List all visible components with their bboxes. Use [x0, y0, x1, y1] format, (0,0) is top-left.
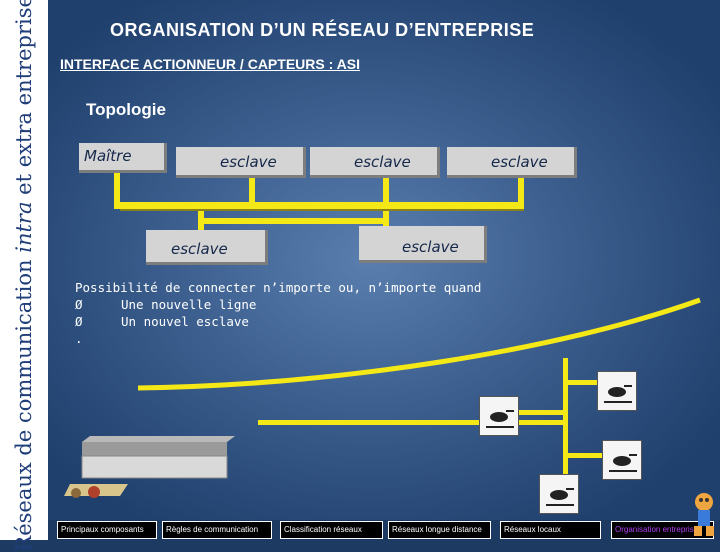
- bus-main-line: [114, 202, 524, 209]
- page-title: ORGANISATION D’UN RÉSEAU D’ENTREPRISE: [110, 20, 535, 40]
- slave-box-1: esclave: [176, 147, 306, 178]
- possibility-trailing: .: [75, 331, 83, 346]
- sidebar: Réseaux de communication intra et extra …: [0, 0, 48, 552]
- bus-vertical-new: [563, 358, 568, 508]
- master-box: Maître: [79, 143, 167, 173]
- bus-drop-slave-3: [518, 175, 524, 209]
- topology-label: Topologie: [86, 100, 166, 119]
- nav-reseaux-locaux[interactable]: Réseaux locaux: [500, 521, 601, 539]
- mascot-icon: [690, 490, 718, 542]
- bus-branch-lower: [198, 218, 388, 224]
- machine-icon: [64, 436, 235, 498]
- sensor-icon: [479, 396, 519, 436]
- slave-box-3: esclave: [447, 147, 577, 178]
- slave-box-4: esclave: [146, 230, 268, 265]
- bus-new-line: [137, 297, 701, 391]
- possibility-text: Possibilité de connecter n’importe ou, n…: [75, 279, 481, 347]
- page-subtitle: INTERFACE ACTIONNEUR / CAPTEURS : ASI: [60, 56, 360, 72]
- bus-drop-slave-2: [383, 175, 389, 205]
- sensor-icon: [539, 474, 579, 514]
- bus-drop-slave-1: [249, 175, 255, 205]
- nav-classification-reseaux[interactable]: Classification réseaux: [280, 521, 383, 539]
- slave-box-2: esclave: [310, 147, 440, 178]
- nav-reseaux-longue-distance[interactable]: Réseaux longue distance: [388, 521, 491, 539]
- nav-organisation-entreprise[interactable]: Organisation entreprise: [611, 521, 714, 539]
- possibility-intro: Possibilité de connecter n’importe ou, n…: [75, 280, 482, 295]
- bus-drop-master: [114, 168, 120, 208]
- nav-regles-communication[interactable]: Règles de communication: [162, 521, 272, 539]
- bus-drop-slave-5: [383, 208, 389, 228]
- sensor-icon: [602, 440, 642, 480]
- nav-principaux-composants[interactable]: Principaux composants: [57, 521, 157, 539]
- sensor-icon: [597, 371, 637, 411]
- asi-bus-diagram: [112, 168, 701, 508]
- slave-box-5: esclave: [359, 226, 487, 263]
